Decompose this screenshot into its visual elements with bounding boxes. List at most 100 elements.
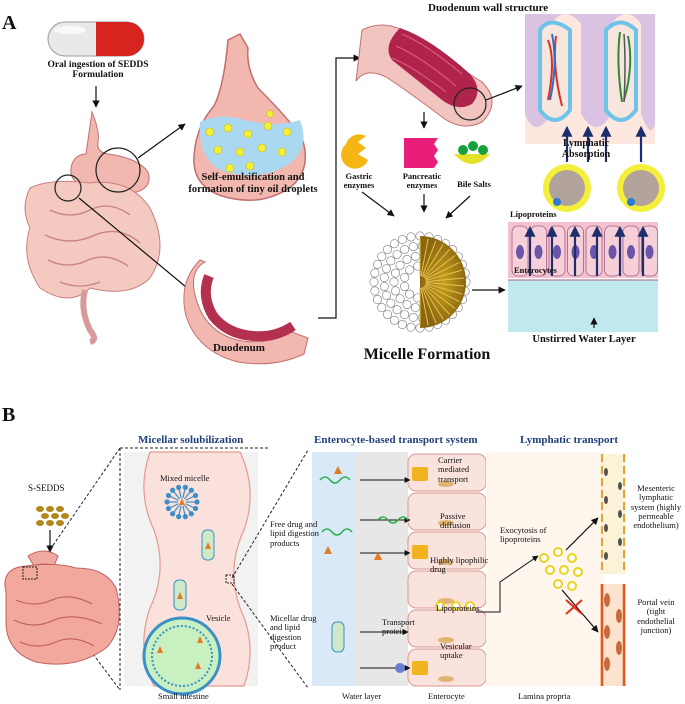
enterocyte-layer xyxy=(508,222,658,332)
micelle-head xyxy=(382,264,392,274)
oral-ingestion-label: Oral ingestion of SEDDS Formulation xyxy=(47,60,149,81)
lipoprotein-core xyxy=(623,170,659,206)
micelle-head xyxy=(400,282,410,292)
micelle-tail xyxy=(421,240,437,277)
micelle-head xyxy=(397,235,407,245)
enterocyte-transport-header: Enterocyte-based transport system xyxy=(314,434,478,446)
cell-nucleus xyxy=(516,245,524,259)
duodenum-segment xyxy=(183,259,309,365)
highly-lipophilic-label: Highly lipophilic drug xyxy=(430,555,489,575)
micelle-tail xyxy=(424,255,456,279)
micelle-head xyxy=(382,244,392,254)
enterocytes-label: Enterocytes xyxy=(514,265,557,275)
drug-triangle xyxy=(157,646,163,653)
enterocyte-cells-b xyxy=(407,453,487,687)
apoprotein xyxy=(627,198,635,206)
s-sedds-label: S-SEDDS xyxy=(28,483,65,493)
drug-triangle xyxy=(334,466,342,474)
villi-diagram xyxy=(525,14,655,144)
micelle-head xyxy=(406,322,416,332)
lipid-wiggle xyxy=(321,528,353,536)
micelle-tail xyxy=(420,287,429,326)
drug-triangle xyxy=(195,662,201,669)
transport-protein-dot xyxy=(395,663,405,673)
pancreatic-enzymes-label: Pancreatic enzymes xyxy=(402,171,442,191)
micelle-head xyxy=(391,268,401,278)
sedds-capsule xyxy=(47,21,145,57)
cell-nucleus-b xyxy=(438,559,454,565)
arrow-to-lymph xyxy=(565,517,599,551)
absorption-arrows xyxy=(524,125,649,276)
micelle-head xyxy=(382,310,392,320)
lipoprotein-b xyxy=(465,601,475,611)
micelle-tail xyxy=(425,283,463,295)
micelle-head xyxy=(176,484,182,490)
micelle-head xyxy=(182,514,188,520)
lamina-propria-bg xyxy=(486,452,604,686)
lymphatic-absorption-label: Lymphatic Absorption xyxy=(561,138,611,160)
mixed-micelle-label: Mixed micelle xyxy=(160,473,210,483)
micelle-head xyxy=(373,259,383,269)
lipoproteins-label-a: Lipoproteins xyxy=(510,209,557,219)
gastric-enzyme-icon xyxy=(341,134,368,169)
micelle-head xyxy=(188,487,194,493)
micelle-tail xyxy=(425,282,464,287)
micelle-tail xyxy=(421,287,437,324)
stomach xyxy=(193,33,307,201)
micelle-head xyxy=(408,242,418,252)
lipoprotein-balls xyxy=(543,164,665,212)
cell-nucleus xyxy=(645,245,654,259)
portal-vein xyxy=(600,584,626,686)
carrier-mediated-label: Carrier mediated transport xyxy=(438,455,470,484)
drug-triangle xyxy=(374,552,382,560)
arrow-duodenum-to-wall xyxy=(318,54,361,319)
micelle-head xyxy=(408,312,418,322)
micelle-tail xyxy=(423,249,451,278)
zoom-line2-bottom xyxy=(231,583,309,689)
micelle-head xyxy=(410,303,420,313)
micelle-head xyxy=(170,511,176,517)
micelle-tail xyxy=(424,285,456,309)
cell-nucleus-b xyxy=(438,481,454,487)
micelle-head xyxy=(170,487,176,493)
micelle-head xyxy=(386,298,396,308)
arrow-to-stomach xyxy=(137,123,186,159)
micelle-head xyxy=(194,499,200,505)
vesicle-label: Vesicle xyxy=(206,613,231,623)
transporter xyxy=(412,545,428,559)
mixed-micelle xyxy=(164,484,200,520)
micelle-head xyxy=(400,272,410,282)
micelle-formation-label: Micelle Formation xyxy=(363,346,491,363)
cell-nucleus xyxy=(553,245,561,259)
micelle-head xyxy=(379,272,389,282)
micelle-head xyxy=(392,305,402,315)
micelle-head xyxy=(369,277,379,287)
blocked-cross-icon xyxy=(565,599,583,615)
micelle-head xyxy=(165,505,172,512)
vesicle xyxy=(142,616,222,696)
micelle-head xyxy=(389,315,399,325)
micelle-head xyxy=(176,514,182,520)
micelle-head xyxy=(379,282,389,292)
micelle-head xyxy=(377,303,387,313)
micelle-head xyxy=(188,511,194,517)
micelle-head xyxy=(165,492,172,499)
lipoprotein-core xyxy=(549,170,585,206)
zoom-box-2 xyxy=(225,574,235,584)
micelle-head xyxy=(182,484,188,490)
arrow-bile-to-micelle xyxy=(445,195,471,219)
drug-triangle xyxy=(179,498,185,505)
micelle-head xyxy=(400,244,410,254)
small-intestine-label: Small intestine xyxy=(158,691,209,701)
lipoprotein-b xyxy=(451,601,461,611)
micelle-head xyxy=(395,260,405,270)
micelle-tail xyxy=(425,284,460,303)
micelle-head xyxy=(389,277,399,287)
exocytosis-arrow xyxy=(476,555,539,613)
portal-vein-label: Portal vein (tight endothelial junction) xyxy=(637,597,675,636)
water-layer-label: Water layer xyxy=(342,691,382,701)
duodenum-label: Duodenum xyxy=(213,342,265,354)
micelle-head xyxy=(382,290,392,300)
duodenum-wall-label: Duodenum wall structure xyxy=(428,2,549,14)
